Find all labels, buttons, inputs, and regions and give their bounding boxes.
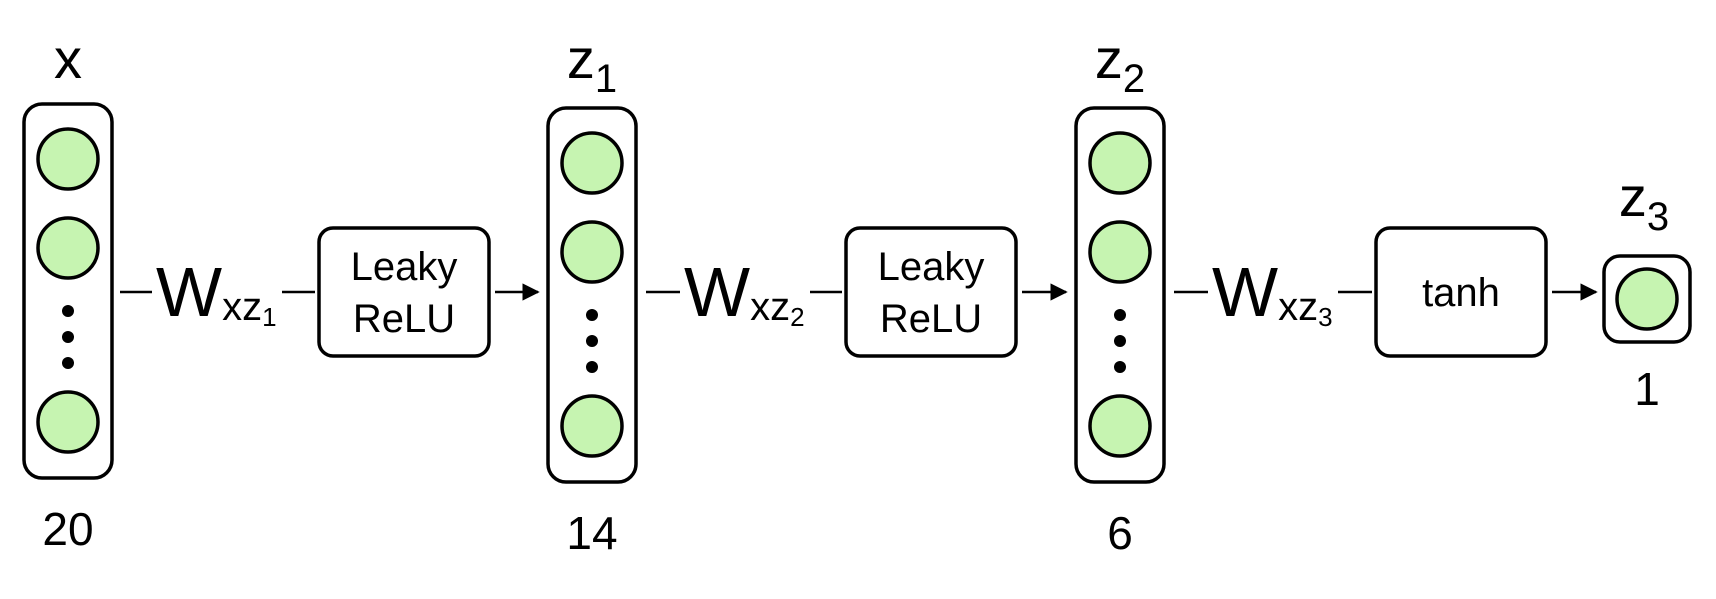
layer-z1-label: z1 xyxy=(567,27,617,101)
layer-x-box xyxy=(22,102,114,480)
layer-x-label: x xyxy=(54,27,82,90)
activation-leaky-relu-1: Leaky ReLU xyxy=(317,226,491,358)
layer-z3-size: 1 xyxy=(1634,363,1660,415)
weight-label-1: Wxz1 xyxy=(156,253,277,332)
ellipsis-dots xyxy=(1114,309,1126,373)
neuron xyxy=(560,131,624,195)
neuron xyxy=(1088,220,1152,284)
activation-label-line1: Leaky xyxy=(878,245,985,289)
neuron xyxy=(1088,394,1152,458)
activation-leaky-relu-2: Leaky ReLU xyxy=(844,226,1018,358)
ellipsis-dots xyxy=(586,309,598,373)
activation-box xyxy=(844,226,1018,358)
layer-z2-size: 6 xyxy=(1107,507,1133,559)
neuron xyxy=(560,220,624,284)
neuron xyxy=(560,394,624,458)
activation-box xyxy=(1374,226,1548,358)
neuron xyxy=(36,390,100,454)
layer-z3: z3 1 xyxy=(1602,165,1692,415)
neuron xyxy=(36,127,100,191)
activation-tanh: tanh xyxy=(1374,226,1548,358)
layer-z2-box xyxy=(1074,106,1166,484)
neuron xyxy=(1615,267,1679,331)
activation-label-line2: ReLU xyxy=(880,297,982,341)
layer-z3-label: z3 xyxy=(1619,165,1669,239)
neuron xyxy=(36,216,100,280)
activation-label-line1: tanh xyxy=(1422,271,1500,315)
layer-z1-size: 14 xyxy=(566,507,617,559)
activation-label-line1: Leaky xyxy=(351,245,458,289)
layer-z2: z2 6 xyxy=(1074,27,1166,559)
layer-z3-box xyxy=(1602,254,1692,344)
layer-z1: z1 14 xyxy=(546,27,638,559)
weight-label-3: Wxz3 xyxy=(1212,253,1333,332)
activation-label-line2: ReLU xyxy=(353,297,455,341)
ellipsis-dots xyxy=(62,305,74,369)
layer-x: x 20 xyxy=(22,27,114,555)
layer-x-size: 20 xyxy=(42,503,93,555)
layer-z1-box xyxy=(546,106,638,484)
weight-label-2: Wxz2 xyxy=(684,253,805,332)
layer-z2-label: z2 xyxy=(1095,27,1145,101)
activation-box xyxy=(317,226,491,358)
neuron xyxy=(1088,131,1152,195)
